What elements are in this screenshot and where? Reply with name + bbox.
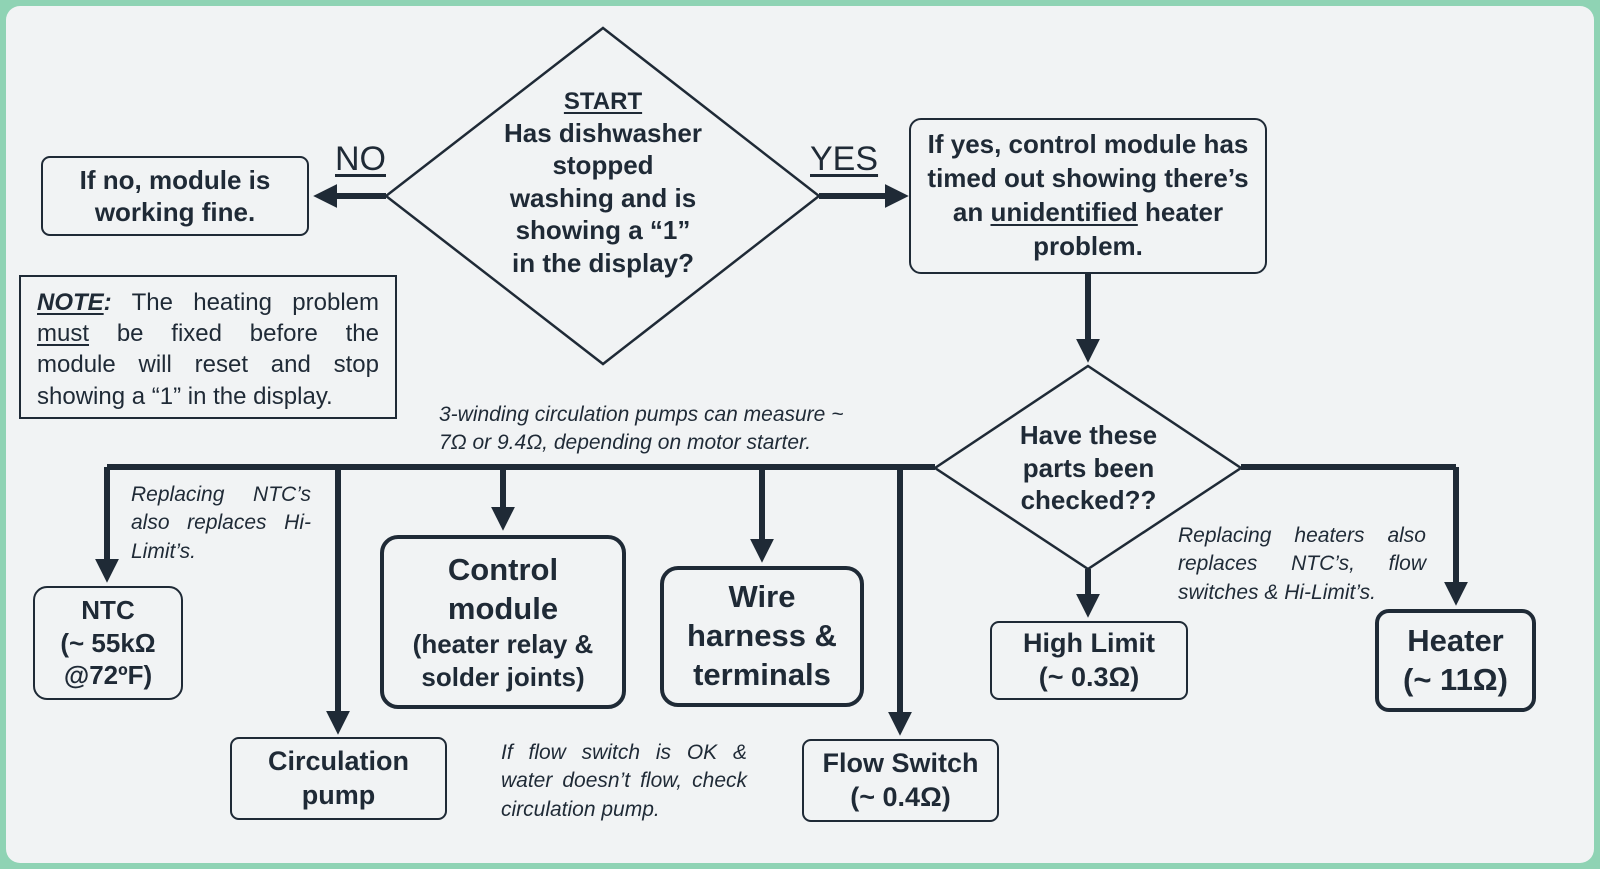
yes-label: YES: [810, 140, 879, 178]
flow-switch-box: Flow Switch (~ 0.4Ω): [802, 739, 999, 822]
check-line-2: parts been: [1022, 452, 1155, 483]
ntc-box: NTC (~ 55kΩ @72ºF): [33, 586, 183, 700]
ntc-note: Replacing NTC’s also replaces Hi-Limit’s…: [131, 483, 311, 563]
yes-result-post: heater problem.: [1033, 197, 1224, 261]
yes-result-text: If yes, control module has timed out sho…: [925, 128, 1251, 263]
flow-line-1: Flow Switch: [822, 747, 979, 778]
flow-line-2: (~ 0.4Ω): [850, 781, 951, 812]
start-line-5: in the display?: [511, 247, 695, 278]
high-limit-box: High Limit (~ 0.3Ω): [990, 621, 1188, 700]
wire-harness-box: Wire harness & terminals: [660, 566, 864, 707]
pump-windings-note: 3-winding circulation pumps can measure …: [439, 401, 919, 458]
no-label: NO: [335, 140, 386, 178]
pump-windings-line-2: 7Ω or 9.4Ω, depending on motor starter.: [439, 431, 812, 455]
note-text-2: be fixed before the module will reset an…: [37, 320, 379, 410]
yes-result-box: If yes, control module has timed out sho…: [909, 118, 1267, 274]
start-line-2: stopped: [552, 150, 654, 181]
ntc-line-2: (~ 55kΩ: [60, 627, 156, 658]
note-must: must: [37, 320, 90, 348]
check-line-3: checked??: [1020, 485, 1157, 516]
control-line-3: (heater relay &: [412, 629, 594, 660]
control-line-2: module: [447, 590, 559, 626]
start-line-3: washing and is: [509, 182, 697, 213]
pump-line-1: Circulation: [267, 745, 409, 776]
note-box: NOTE: The heating problem must be fixed …: [19, 275, 397, 419]
ntc-line-1: NTC: [81, 595, 135, 626]
pump-line-2: pump: [301, 779, 376, 810]
start-question: START Has dishwasher stopped washing and…: [458, 78, 748, 288]
note-heading: NOTE:: [37, 289, 112, 316]
wire-line-2: harness &: [687, 618, 837, 654]
note-text-1: The heating problem: [131, 289, 380, 316]
heater-line-2: (~ 11Ω): [1403, 661, 1508, 697]
start-diamond: [383, 26, 822, 366]
note-heading-text: NOTE: [37, 289, 104, 316]
ntc-line-3: @72ºF): [63, 660, 153, 691]
wire-line-3: terminals: [693, 656, 831, 692]
flow-note: If flow switch is OK & water doesn’t flo…: [501, 741, 747, 821]
heater-line-1: Heater: [1407, 622, 1504, 658]
note-colon: :: [103, 289, 112, 316]
pump-windings-line-1: 3-winding circulation pumps can measure …: [439, 403, 844, 426]
heater-note: Replacing heaters also replaces NTC’s, f…: [1178, 524, 1426, 604]
control-module-box: Control module (heater relay & solder jo…: [380, 535, 626, 709]
flowchart-panel: NO YES START Has dishwasher stopped wash…: [6, 6, 1594, 863]
wire-line-1: Wire: [728, 579, 796, 615]
highlimit-line-2: (~ 0.3Ω): [1038, 661, 1140, 692]
no-result-box: If no, module is working fine.: [41, 156, 309, 236]
circulation-pump-box: Circulation pump: [230, 737, 447, 820]
start-line-1: Has dishwasher: [504, 117, 702, 148]
yes-result-pre: If yes, control module has timed out sho…: [927, 129, 1249, 227]
yes-result-underlined: unidentified: [990, 197, 1138, 227]
start-heading: START: [563, 87, 643, 115]
check-question: Have these parts been checked??: [991, 416, 1186, 520]
highlimit-line-1: High Limit: [1023, 627, 1155, 658]
control-line-4: solder joints): [421, 661, 585, 692]
check-line-1: Have these: [1019, 420, 1158, 451]
no-result-line-2: working fine.: [94, 197, 256, 227]
heater-box: Heater (~ 11Ω): [1375, 609, 1536, 712]
connector-lines: [95, 26, 1468, 736]
control-line-1: Control: [447, 551, 559, 587]
start-line-4: showing a “1”: [515, 215, 691, 246]
no-result-line-1: If no, module is: [79, 164, 271, 195]
